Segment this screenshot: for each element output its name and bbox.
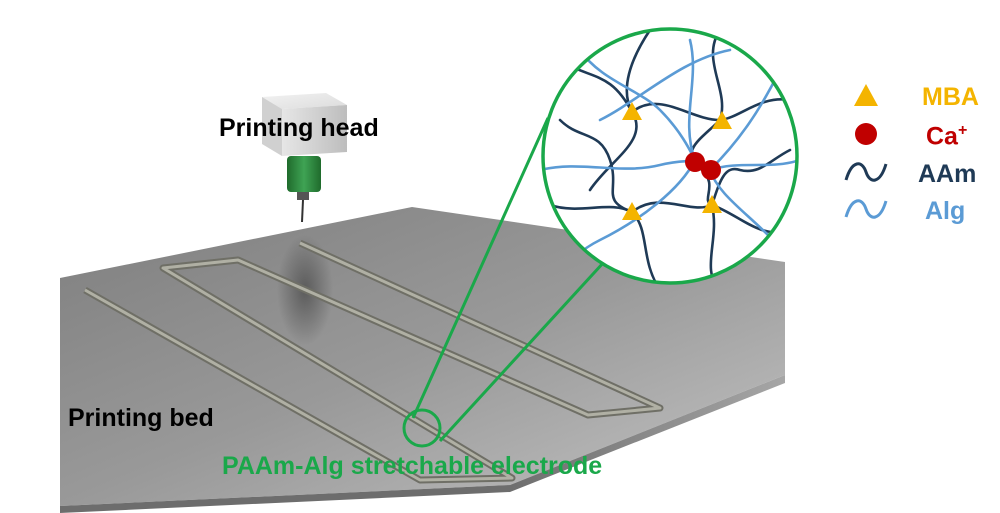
printed-electrode-traces <box>83 239 664 484</box>
trace-path-highlight <box>84 241 662 482</box>
zoom-line-top <box>411 117 550 419</box>
nozzle-needle <box>301 199 304 223</box>
bed-top-surface <box>60 207 785 506</box>
mba-legend-icon <box>854 84 878 106</box>
network-circle-border <box>541 27 799 285</box>
legend-alg-label: Alg <box>925 197 966 225</box>
ca-ion <box>685 152 705 172</box>
nozzle-body <box>287 156 321 192</box>
legend-aam-label: AAm <box>918 160 977 188</box>
ca-ions <box>685 152 721 180</box>
ca-legend-icon <box>855 123 877 145</box>
ca-ion <box>701 160 721 180</box>
head-box-front <box>262 97 282 156</box>
legend-symbols <box>844 84 888 219</box>
mba-triangle <box>712 111 732 129</box>
network-circle-bg <box>543 29 797 283</box>
aam-legend-icon <box>844 162 888 182</box>
mba-triangle <box>622 202 642 220</box>
ca-charge-sign: + <box>957 122 968 139</box>
bed-front-edge <box>60 485 510 513</box>
electrode-label: PAAm-Alg stretchable electrode <box>222 452 603 480</box>
network-magnified-view <box>541 27 799 285</box>
alg-legend-icon <box>844 199 888 219</box>
printing-head <box>262 93 347 223</box>
mba-triangle <box>702 195 722 213</box>
head-box-top <box>262 93 347 109</box>
zoom-callout <box>402 117 606 448</box>
mba-triangle <box>622 102 642 120</box>
mba-crosslinkers <box>622 102 732 220</box>
legend-ca-label: Ca+ <box>926 122 968 151</box>
zoom-line-bottom <box>438 260 606 443</box>
nozzle-tip <box>297 192 309 200</box>
printing-head-label: Printing head <box>219 114 379 142</box>
legend-mba-label: MBA <box>922 83 979 111</box>
head-box-side <box>282 105 347 156</box>
zoom-source-circle <box>402 408 442 448</box>
printing-bed <box>60 207 785 513</box>
printing-bed-label: Printing bed <box>68 404 214 432</box>
bed-side-edge <box>510 375 785 492</box>
